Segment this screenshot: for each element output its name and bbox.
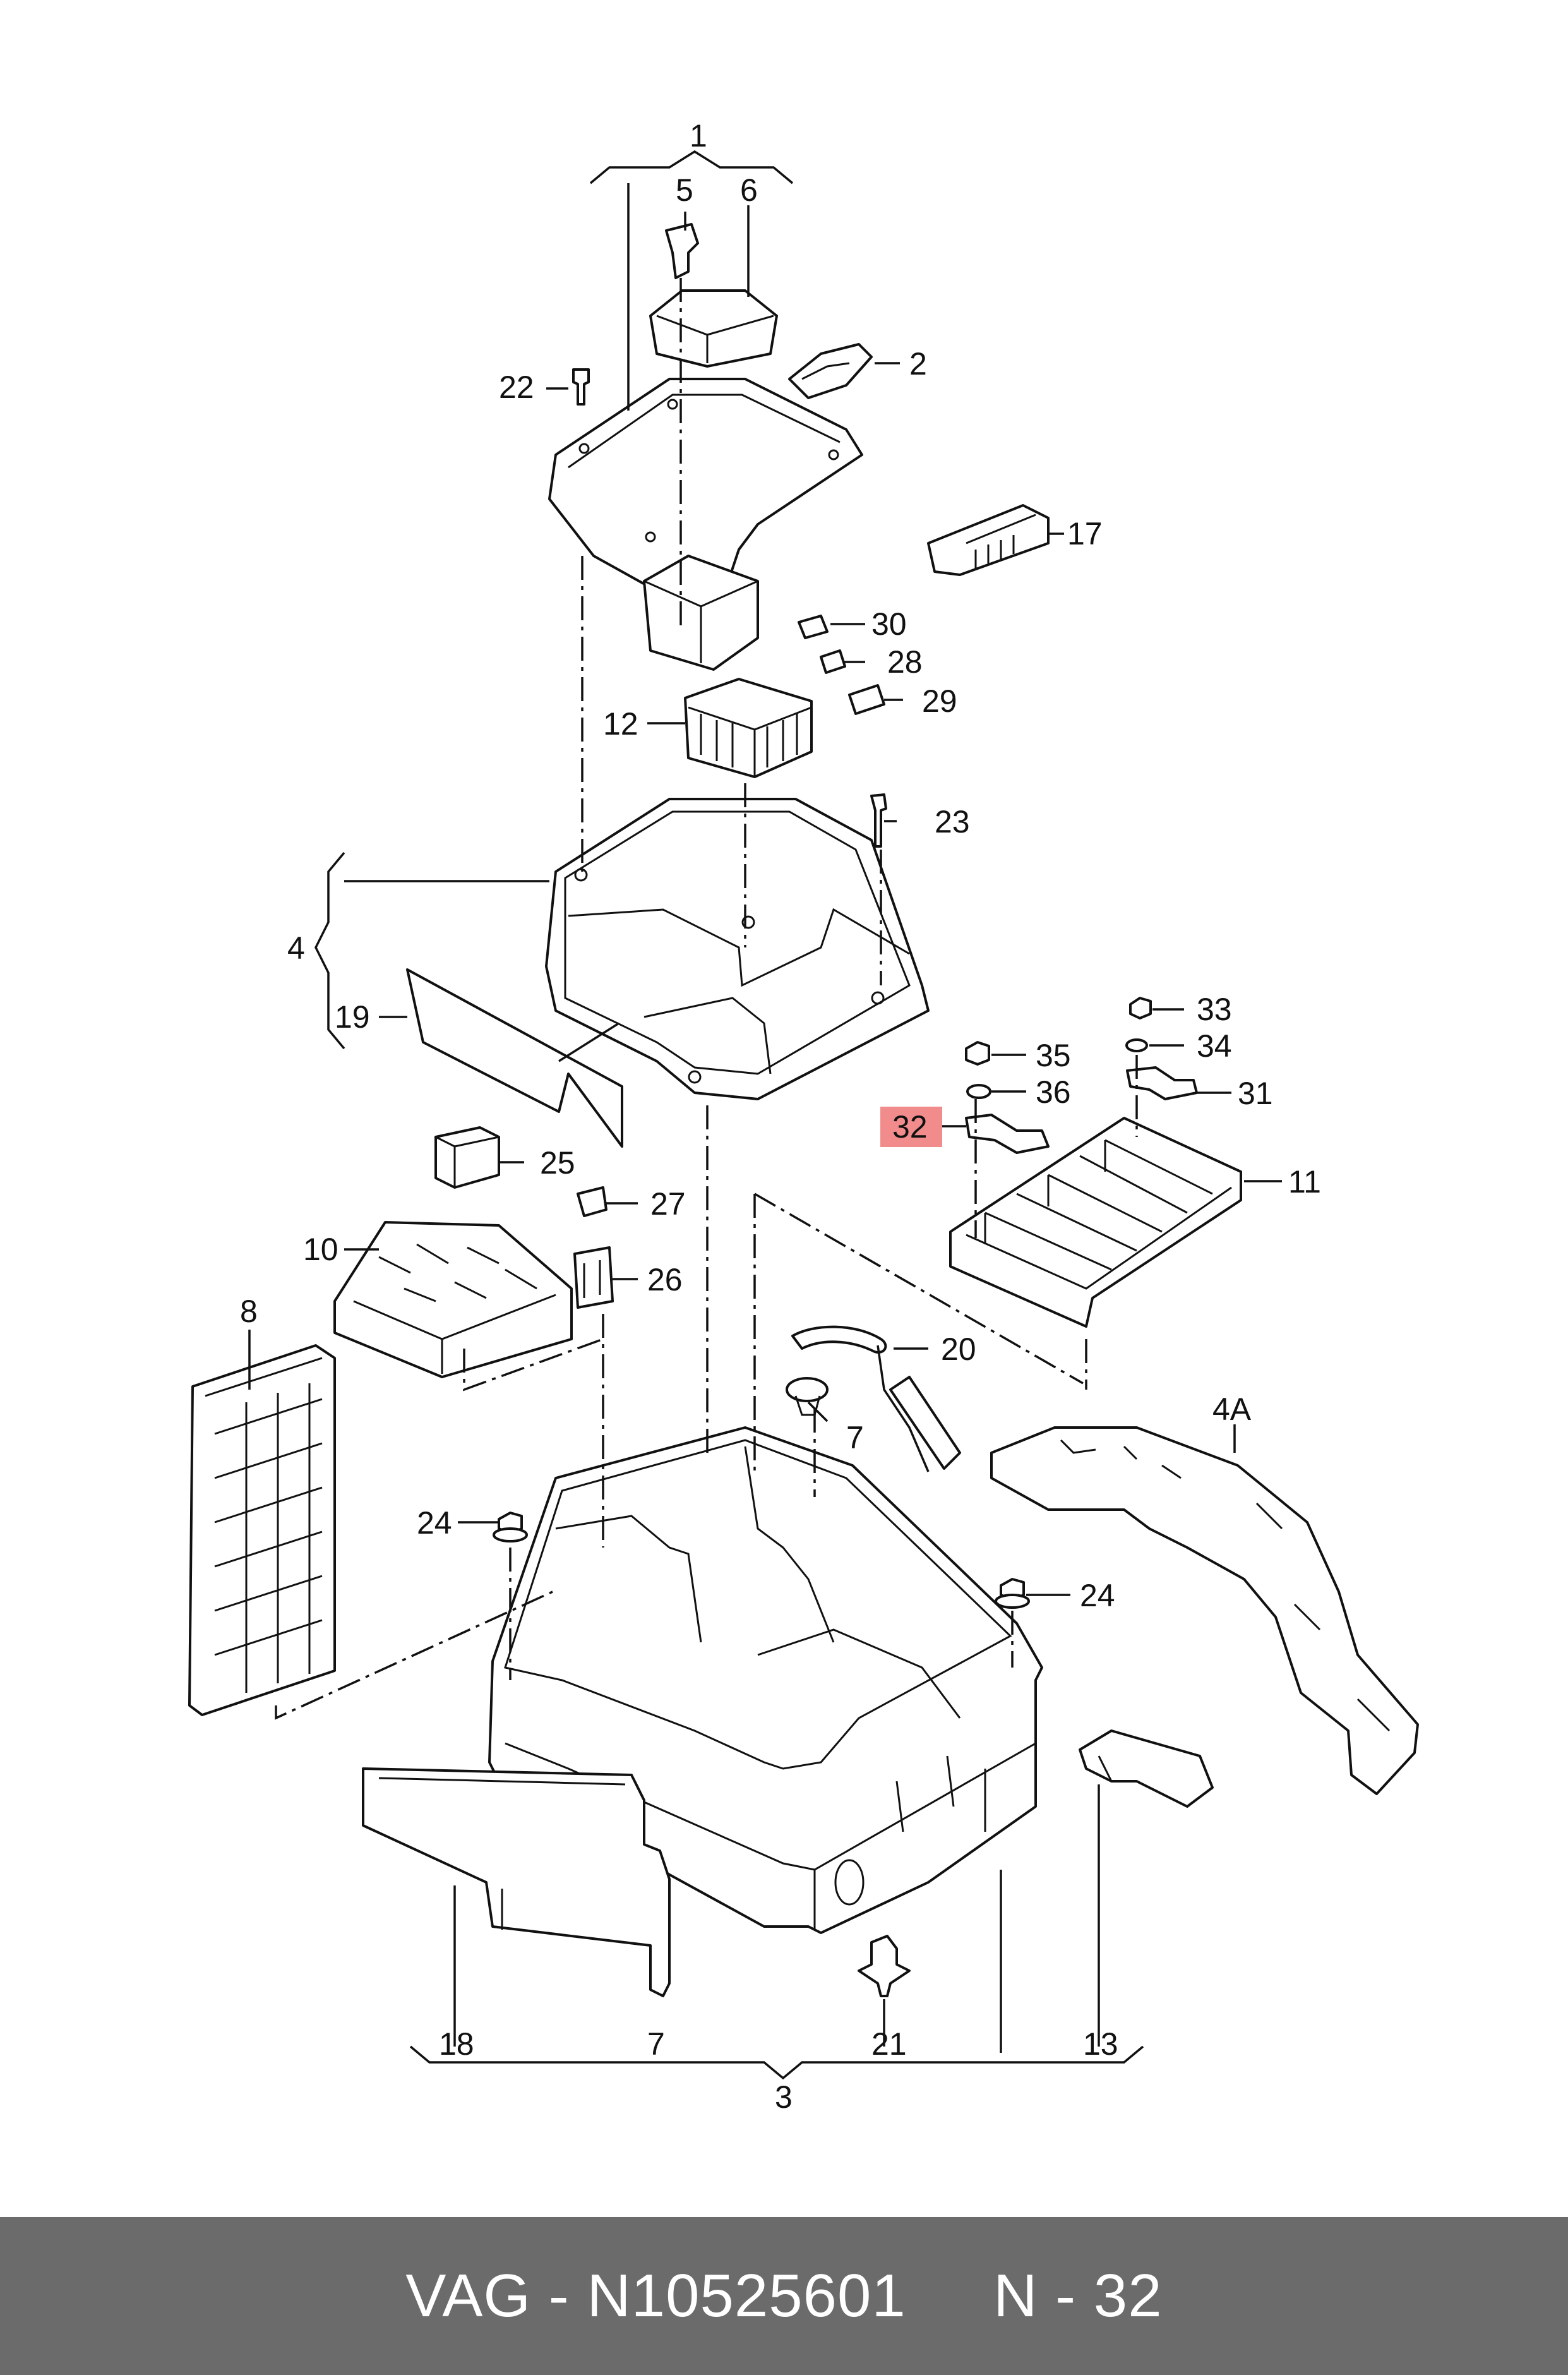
nut-33 [1129, 997, 1152, 1019]
callout-35: 35 [1036, 1038, 1071, 1073]
callout-20: 20 [941, 1332, 976, 1367]
callout-21: 21 [871, 2026, 907, 2062]
exploded-parts-diagram: 1 5 6 2 22 17 30 28 29 12 23 4 19 33 34 … [188, 118, 1419, 2115]
callout-32: 32 [892, 1109, 928, 1145]
callout-7-lower: 7 [647, 2026, 665, 2062]
part-27 [577, 1186, 607, 1217]
callout-7-upper: 7 [846, 1420, 864, 1455]
fuse-28 [820, 649, 846, 674]
callout-22: 22 [499, 370, 534, 405]
part-6-cap [649, 289, 778, 368]
callout-31: 31 [1238, 1076, 1273, 1111]
clip-21 [858, 1935, 911, 1997]
bracket-group-1 [589, 150, 794, 184]
callout-12: 12 [603, 706, 638, 742]
part-number-text: VAG - N10525601 N - 32 [405, 2262, 1163, 2330]
callout-10: 10 [303, 1232, 338, 1267]
box-housing-4 [545, 798, 930, 1100]
fuse-carrier-11 [949, 1117, 1242, 1328]
callout-33: 33 [1197, 992, 1232, 1027]
callout-36: 36 [1036, 1074, 1071, 1110]
fuse-32 [965, 1114, 1050, 1154]
highlight-box-32 [880, 1107, 942, 1147]
bolt-24-right [995, 1578, 1030, 1609]
part-22-screw [572, 368, 590, 406]
cover-plate-18 [362, 1767, 671, 1997]
callout-18: 18 [439, 2026, 474, 2062]
callout-3: 3 [775, 2079, 793, 2115]
callout-34: 34 [1197, 1028, 1232, 1064]
part-13 [1079, 1729, 1214, 1808]
washer-34 [1125, 1038, 1148, 1052]
part-17-holder [927, 504, 1050, 576]
part-23-screw [870, 793, 887, 848]
callout-4a: 4A [1212, 1392, 1252, 1427]
part-2-clip [788, 343, 873, 399]
callout-30: 30 [871, 606, 907, 642]
callout-25: 25 [540, 1145, 575, 1181]
callout-13: 13 [1083, 2026, 1118, 2062]
panel-8 [188, 1344, 336, 1716]
fuse-29 [848, 684, 885, 715]
bracket-4a [990, 1426, 1419, 1795]
callout-4: 4 [287, 930, 305, 966]
callout-5: 5 [676, 172, 693, 208]
part-19-shield [406, 968, 623, 1148]
bolt-24-left [493, 1512, 528, 1542]
cable-20 [791, 1325, 961, 1472]
callout-24-left: 24 [417, 1505, 452, 1541]
callout-8: 8 [240, 1294, 258, 1329]
bracket-group-3 [409, 2045, 1144, 2080]
callout-2: 2 [909, 346, 927, 382]
callout-labels: 1 5 6 2 22 17 30 28 29 12 23 4 19 33 34 … [240, 118, 1321, 2115]
part-5-screw [665, 223, 699, 279]
relay-carrier-10 [333, 1221, 573, 1378]
bracket-group-4 [314, 851, 345, 1050]
part-number-footer: VAG - N10525601 N - 32 [0, 2217, 1568, 2375]
assembly-lines [275, 278, 1138, 1720]
nut-35 [965, 1041, 990, 1066]
leader-lines [248, 183, 1282, 2053]
callout-6: 6 [740, 172, 758, 208]
fuse-block-12 [684, 678, 813, 778]
fuse-30 [798, 615, 829, 639]
callout-17: 17 [1067, 516, 1103, 551]
callout-11: 11 [1288, 1164, 1321, 1200]
callout-24-right: 24 [1080, 1578, 1115, 1613]
callout-23: 23 [935, 804, 970, 839]
grommet-7 [786, 1377, 829, 1416]
part-26-connector [573, 1246, 614, 1309]
callout-26: 26 [647, 1262, 683, 1297]
callout-27: 27 [650, 1186, 686, 1222]
callout-29: 29 [922, 683, 957, 719]
callout-19: 19 [335, 999, 370, 1035]
relay-25 [434, 1126, 500, 1189]
callout-1: 1 [690, 118, 707, 153]
callout-28: 28 [887, 644, 923, 680]
washer-36 [966, 1084, 991, 1099]
upper-cover [548, 378, 863, 671]
